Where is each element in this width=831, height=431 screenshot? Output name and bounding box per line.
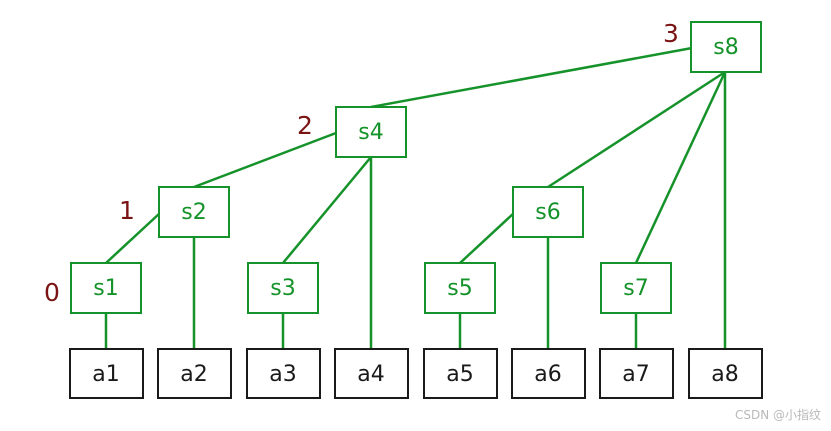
leaf-a8-label: a8 [711,362,738,387]
node-s8-box [690,21,762,73]
leaf-a6-box [511,348,586,399]
leaf-a1: a1 [69,348,144,399]
node-s3-label: s3 [270,276,295,301]
level-label-2: 2 [297,111,313,140]
node-s7-label: s7 [623,276,648,301]
level-label-3: 3 [663,19,679,48]
leaf-a2: a2 [157,348,232,399]
edge-s2-s1 [105,212,161,264]
edge-s4-s3 [282,156,372,264]
leaf-a2-box [157,348,232,399]
node-s4-label: s4 [358,120,383,145]
edge-s8-s4 [370,46,693,109]
level-labels: 0 1 2 3 [44,19,679,307]
leaf-a2-label: a2 [180,362,207,387]
leaf-a4: a4 [334,348,409,399]
leaf-a7: a7 [599,348,674,399]
leaf-a3-label: a3 [269,362,296,387]
sum-nodes: s1 s2 s3 s4 s5 s6 s7 s8 [70,21,762,314]
leaf-a1-label: a1 [92,362,119,387]
node-s8-label: s8 [713,35,738,60]
leaf-a1-box [69,348,144,399]
leaf-a5-box [423,348,498,399]
level-label-0: 0 [44,278,60,307]
leaf-a3-box [246,348,321,399]
node-s3: s3 [247,262,319,314]
node-s7: s7 [600,262,672,314]
leaf-a7-box [599,348,674,399]
watermark-text: CSDN @小指纹 [734,408,821,422]
leaf-a8: a8 [688,348,763,399]
node-s5-label: s5 [447,276,472,301]
leaf-a4-box [334,348,409,399]
node-s1: s1 [70,262,142,314]
leaf-a6-label: a6 [534,362,561,387]
node-s6-box [512,186,584,238]
node-s1-label: s1 [93,276,118,301]
node-s5-box [424,262,496,314]
leaf-a4-label: a4 [357,362,384,387]
node-s5: s5 [424,262,496,314]
node-s2-label: s2 [181,200,206,225]
node-s8: s8 [690,21,762,73]
node-s3-box [247,262,319,314]
node-s6: s6 [512,186,584,238]
leaf-a6: a6 [511,348,586,399]
node-s1-box [70,262,142,314]
node-s4: s4 [335,106,407,158]
leaf-a5: a5 [423,348,498,399]
leaf-a5-label: a5 [446,362,473,387]
edge-s8-s7 [634,71,727,264]
edge-s6-s5 [459,212,515,264]
edge-s4-s2 [193,131,337,189]
leaf-a7-label: a7 [622,362,649,387]
node-s6-label: s6 [535,200,560,225]
node-s2: s2 [158,186,230,238]
node-s4-box [335,106,407,158]
leaf-a8-box [688,348,763,399]
edge-s8-s6 [547,70,726,189]
level-label-1: 1 [119,196,135,225]
tree-edges [104,46,727,349]
leaf-a3: a3 [246,348,321,399]
array-leaves: a1 a2 a3 a4 a5 a6 a7 a8 [69,348,763,399]
node-s2-box [158,186,230,238]
node-s7-box [600,262,672,314]
